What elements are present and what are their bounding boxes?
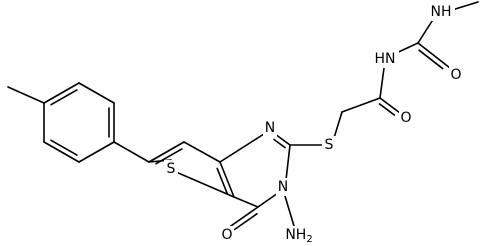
- atom-o-urea: O: [449, 66, 463, 84]
- bond-aryl-6: [43, 82, 80, 104]
- bond-aryl-3: [78, 141, 115, 163]
- bond-n-nh2: [284, 195, 295, 227]
- bond-thiophene-c6-c7: [148, 141, 185, 163]
- bond-carbonyl-ring: [227, 206, 259, 229]
- bond-amide-carbonyl: [379, 97, 401, 114]
- atom-nh-methyl: NH: [427, 3, 455, 21]
- atom-n-pyrimidine: N: [263, 119, 277, 137]
- bond-pyr-c4-n3: [257, 192, 279, 208]
- svg-text:S: S: [325, 137, 334, 153]
- bond-carbonyl-ring-second: [233, 213, 258, 231]
- bond-pyr-c2-n1: [274, 133, 291, 146]
- bond-pyr-c4a-c4: [233, 196, 259, 208]
- atom-nh2: NH2: [281, 226, 317, 245]
- bond-urea-carbonyl-second: [418, 49, 444, 70]
- atom-hn-amide: HN: [371, 50, 399, 68]
- bond-nh-methyl: [451, 1, 479, 11]
- bond-thiophene-c7-c7a: [183, 141, 221, 163]
- bond-aryl-5: [78, 82, 115, 104]
- bond-methyl-aryl: [7, 86, 45, 104]
- svg-text:O: O: [400, 110, 411, 126]
- bond-curea-nh: [417, 17, 435, 44]
- bond-pyr-n3-c2: [285, 144, 291, 181]
- bond-aryl-2: [43, 141, 80, 163]
- bond-fused-c7a-c4a-second: [216, 167, 229, 196]
- bond-pyr-n1-c7a: [219, 133, 265, 163]
- atom-n-ring-amino: N: [276, 178, 290, 196]
- atom-o-amide: O: [399, 109, 413, 127]
- svg-text:O: O: [450, 67, 461, 83]
- bond-fused-c7a-c4a: [219, 161, 235, 198]
- svg-text:NH2: NH2: [285, 227, 312, 245]
- bond-amide-carbonyl-second: [378, 103, 396, 116]
- svg-text:O: O: [221, 227, 232, 243]
- svg-text:HN: HN: [375, 51, 396, 67]
- atom-s-thioether: S: [322, 136, 336, 154]
- bond-aryl-thiophene: [113, 141, 150, 163]
- svg-text:S: S: [167, 161, 176, 177]
- bond-aryl-6-second: [50, 89, 78, 106]
- bond-lines: [7, 1, 479, 231]
- bond-ch2-camide: [341, 97, 381, 113]
- bond-aryl-2-second: [50, 139, 78, 156]
- atom-o-ring-carbonyl: O: [220, 226, 234, 244]
- bond-camide-nh: [379, 67, 385, 99]
- atom-labels: N S S N NH2 O O HN: [164, 3, 463, 245]
- bond-s-ch2: [333, 111, 343, 139]
- svg-text:N: N: [278, 179, 288, 195]
- svg-text:N: N: [265, 120, 275, 136]
- bond-thiophene-s-c4a: [175, 171, 235, 198]
- atom-s-thiophene: S: [164, 160, 178, 178]
- bond-urea-carbonyl: [417, 42, 451, 69]
- svg-text:NH: NH: [431, 4, 452, 20]
- bond-pyr-c2-n1-second: [273, 138, 286, 149]
